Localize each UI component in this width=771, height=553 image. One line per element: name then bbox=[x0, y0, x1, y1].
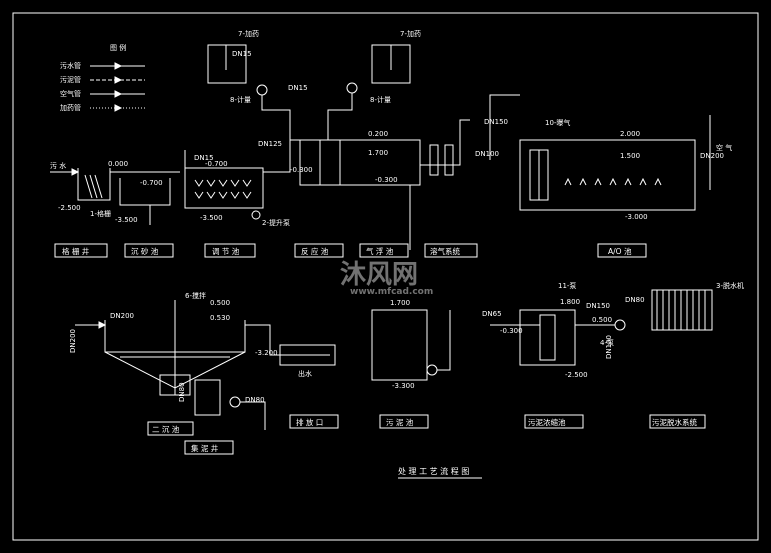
svg-text:出水: 出水 bbox=[298, 369, 312, 378]
svg-text:-0.700: -0.700 bbox=[205, 160, 228, 168]
svg-text:DN65: DN65 bbox=[482, 310, 502, 318]
sludge-well: DN80 DN80 二 沉 池 集 泥 井 bbox=[147, 379, 266, 455]
svg-text:-0.300: -0.300 bbox=[375, 176, 398, 184]
svg-text:DN80: DN80 bbox=[245, 396, 265, 404]
dosing-tank-1: 7-加药 DN15 8-计量 DN15 bbox=[207, 29, 308, 140]
svg-text:DN15: DN15 bbox=[232, 50, 252, 58]
svg-text:4-泵: 4-泵 bbox=[600, 339, 614, 347]
svg-text:1.700: 1.700 bbox=[368, 149, 388, 157]
drawing-title: 处 理 工 艺 流 程 图 bbox=[398, 466, 469, 476]
sludge-tank: 1.700 -3.300 污 泥 池 bbox=[371, 299, 451, 429]
svg-text:8-计量: 8-计量 bbox=[230, 95, 251, 104]
svg-text:-3.500: -3.500 bbox=[115, 216, 138, 224]
svg-text:-3.000: -3.000 bbox=[625, 213, 648, 221]
svg-text:-0.300: -0.300 bbox=[290, 166, 313, 174]
legend-item-2: 污泥管 bbox=[60, 75, 81, 84]
svg-text:8-计量: 8-计量 bbox=[370, 95, 391, 104]
svg-text:3-脱水机: 3-脱水机 bbox=[716, 281, 744, 290]
svg-text:7-加药: 7-加药 bbox=[238, 29, 259, 38]
svg-text:DN150: DN150 bbox=[484, 118, 508, 126]
svg-text:0.200: 0.200 bbox=[368, 130, 388, 138]
dewatering-system: DN150 0.500 4-泵 DN100 DN80 3-脱水机 污泥脱水系统 bbox=[575, 281, 744, 429]
svg-text:DN200: DN200 bbox=[700, 152, 724, 160]
grit-chamber-unit: -0.700 -3.500 bbox=[110, 171, 180, 225]
legend: 图 例 污水管 污泥管 空气管 加药管 bbox=[60, 43, 145, 112]
svg-text:6-搅拌: 6-搅拌 bbox=[185, 291, 206, 300]
svg-text:DN200: DN200 bbox=[69, 329, 77, 353]
watermark-url: www.mfcad.com bbox=[350, 287, 433, 297]
legend-item-4: 加药管 bbox=[60, 103, 81, 112]
svg-text:污泥脱水系统: 污泥脱水系统 bbox=[652, 417, 697, 427]
svg-text:空 气: 空 气 bbox=[716, 143, 732, 152]
svg-text:1.800: 1.800 bbox=[560, 298, 580, 306]
svg-text:1.700: 1.700 bbox=[390, 299, 410, 307]
svg-text:0.530: 0.530 bbox=[210, 314, 230, 322]
screen-well-unit: 污 水 0.000 -2.500 1-格栅 bbox=[50, 160, 128, 218]
svg-text:气 浮 池: 气 浮 池 bbox=[366, 246, 394, 256]
legend-title: 图 例 bbox=[110, 43, 126, 52]
svg-text:DN100: DN100 bbox=[475, 150, 499, 158]
watermark: 沐风网 www.mfcad.com bbox=[340, 260, 433, 297]
svg-text:-3.500: -3.500 bbox=[200, 214, 223, 222]
svg-text:溶气系统: 溶气系统 bbox=[430, 246, 460, 256]
svg-text:2-提升泵: 2-提升泵 bbox=[262, 218, 290, 227]
svg-text:排 放 口: 排 放 口 bbox=[296, 417, 323, 427]
svg-text:污泥浓缩池: 污泥浓缩池 bbox=[528, 417, 566, 427]
inflow-label: 污 水 bbox=[50, 161, 66, 170]
svg-text:10-曝气: 10-曝气 bbox=[545, 118, 570, 127]
drawing-frame bbox=[12, 12, 759, 541]
discharge-outlet: 出水 排 放 口 bbox=[279, 344, 339, 429]
svg-text:DN125: DN125 bbox=[258, 140, 282, 148]
legend-item-1: 污水管 bbox=[60, 61, 81, 70]
svg-text:11-泵: 11-泵 bbox=[558, 282, 576, 290]
svg-text:-2.500: -2.500 bbox=[58, 204, 81, 212]
svg-text:0.500: 0.500 bbox=[210, 299, 230, 307]
svg-text:污 泥 池: 污 泥 池 bbox=[386, 417, 414, 427]
svg-text:1.500: 1.500 bbox=[620, 152, 640, 160]
equalization-tank: -0.700 -3.500 DN15 2-提升泵 bbox=[184, 150, 290, 227]
top-captions: 格 栅 井 沉 砂 池 调 节 池 反 应 池 气 浮 池 溶气系统 A/O 池 bbox=[54, 243, 647, 258]
svg-text:DN100: DN100 bbox=[605, 335, 613, 359]
svg-text:DN150: DN150 bbox=[586, 302, 610, 310]
svg-text:0.000: 0.000 bbox=[108, 160, 128, 168]
secondary-clarifier: DN200 DN200 0.500 0.530 -3.200 6-搅拌 bbox=[69, 291, 330, 396]
sludge-thickener: DN65 -0.300 -2.500 1.800 11-泵 污泥浓缩池 bbox=[482, 282, 588, 429]
svg-text:DN15: DN15 bbox=[194, 154, 214, 162]
svg-text:DN200: DN200 bbox=[110, 312, 134, 320]
svg-text:DN15: DN15 bbox=[288, 84, 308, 92]
svg-text:A/O 池: A/O 池 bbox=[608, 246, 632, 256]
svg-text:2.000: 2.000 bbox=[620, 130, 640, 138]
svg-text:-0.700: -0.700 bbox=[140, 179, 163, 187]
svg-text:-2.500: -2.500 bbox=[565, 371, 588, 379]
svg-text:0.500: 0.500 bbox=[592, 316, 612, 324]
svg-text:-0.300: -0.300 bbox=[500, 327, 523, 335]
dosing-tank-2: 7-加药 8-计量 bbox=[327, 29, 421, 140]
svg-text:1-格栅: 1-格栅 bbox=[90, 209, 111, 218]
svg-text:-3.200: -3.200 bbox=[255, 349, 278, 357]
svg-text:格 栅 井: 格 栅 井 bbox=[62, 246, 90, 256]
watermark-brand: 沐风网 bbox=[340, 260, 418, 290]
svg-text:-3.300: -3.300 bbox=[392, 382, 415, 390]
daf-tank: 0.200 1.700 -0.300 DN100 bbox=[339, 119, 499, 250]
ao-tank: DN150 2.000 1.500 -3.000 10-曝气 DN200 空 气 bbox=[484, 94, 732, 221]
svg-text:集 泥 井: 集 泥 井 bbox=[191, 443, 219, 453]
svg-text:二 沉 池: 二 沉 池 bbox=[152, 424, 180, 434]
svg-text:沉 砂 池: 沉 砂 池 bbox=[131, 246, 159, 256]
svg-text:7-加药: 7-加药 bbox=[400, 29, 421, 38]
svg-text:反 应 池: 反 应 池 bbox=[301, 246, 329, 256]
svg-text:调 节 池: 调 节 池 bbox=[212, 246, 240, 256]
reaction-tank: DN125 -0.300 bbox=[258, 139, 341, 186]
svg-text:DN80: DN80 bbox=[178, 382, 186, 402]
legend-item-3: 空气管 bbox=[60, 89, 81, 98]
svg-text:DN80: DN80 bbox=[625, 296, 645, 304]
